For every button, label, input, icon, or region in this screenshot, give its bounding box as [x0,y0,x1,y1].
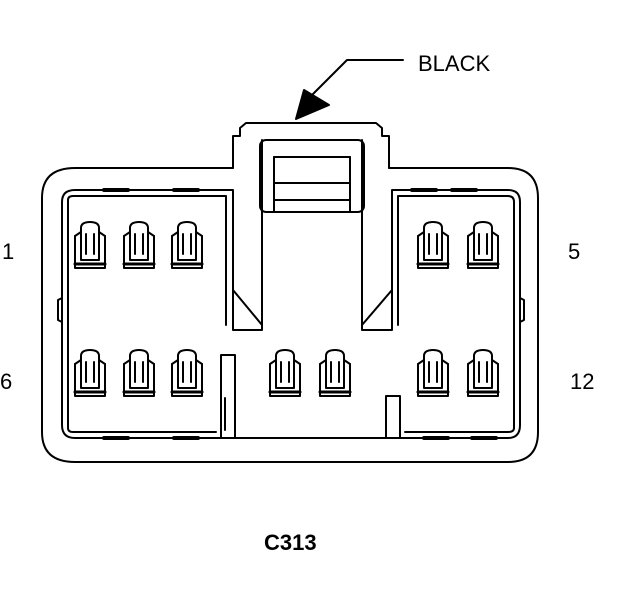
terminal-cavity [466,221,500,269]
separator-post-right [385,395,401,439]
inner-wall-left-offset [67,195,227,433]
terminal-cavity [170,221,204,269]
notch-left [57,297,63,323]
terminal-cavity [122,221,156,269]
terminal-cavity [466,349,500,397]
pin-label-top-left: 1 [2,239,15,264]
pin-label-top-right: 5 [568,239,581,264]
ramp-right [361,289,393,326]
housing-outer [41,167,539,463]
terminal-cavity [170,349,204,397]
ramp-left [232,289,263,326]
latch-outer [232,122,390,169]
terminal-cavity [268,349,302,397]
terminal-cavity [416,221,450,269]
latch-window [259,139,365,213]
pin-label-bottom-left: 6 [0,369,13,394]
wire-color-label: BLACK [418,51,491,76]
terminal-cavity [122,349,156,397]
terminal-cavity [416,349,450,397]
leader-line [311,59,404,96]
terminal-group [73,221,500,397]
connector-id-label: C313 [264,530,317,555]
pin-label-bottom-right: 12 [570,369,595,394]
terminal-cavity [318,349,352,397]
notch-right [519,297,525,323]
terminal-cavity [73,349,107,397]
leader-arrowhead [295,89,330,120]
terminal-cavity [73,221,107,269]
inner-wall-right-offset [397,195,515,433]
separator-post-left [220,354,236,439]
